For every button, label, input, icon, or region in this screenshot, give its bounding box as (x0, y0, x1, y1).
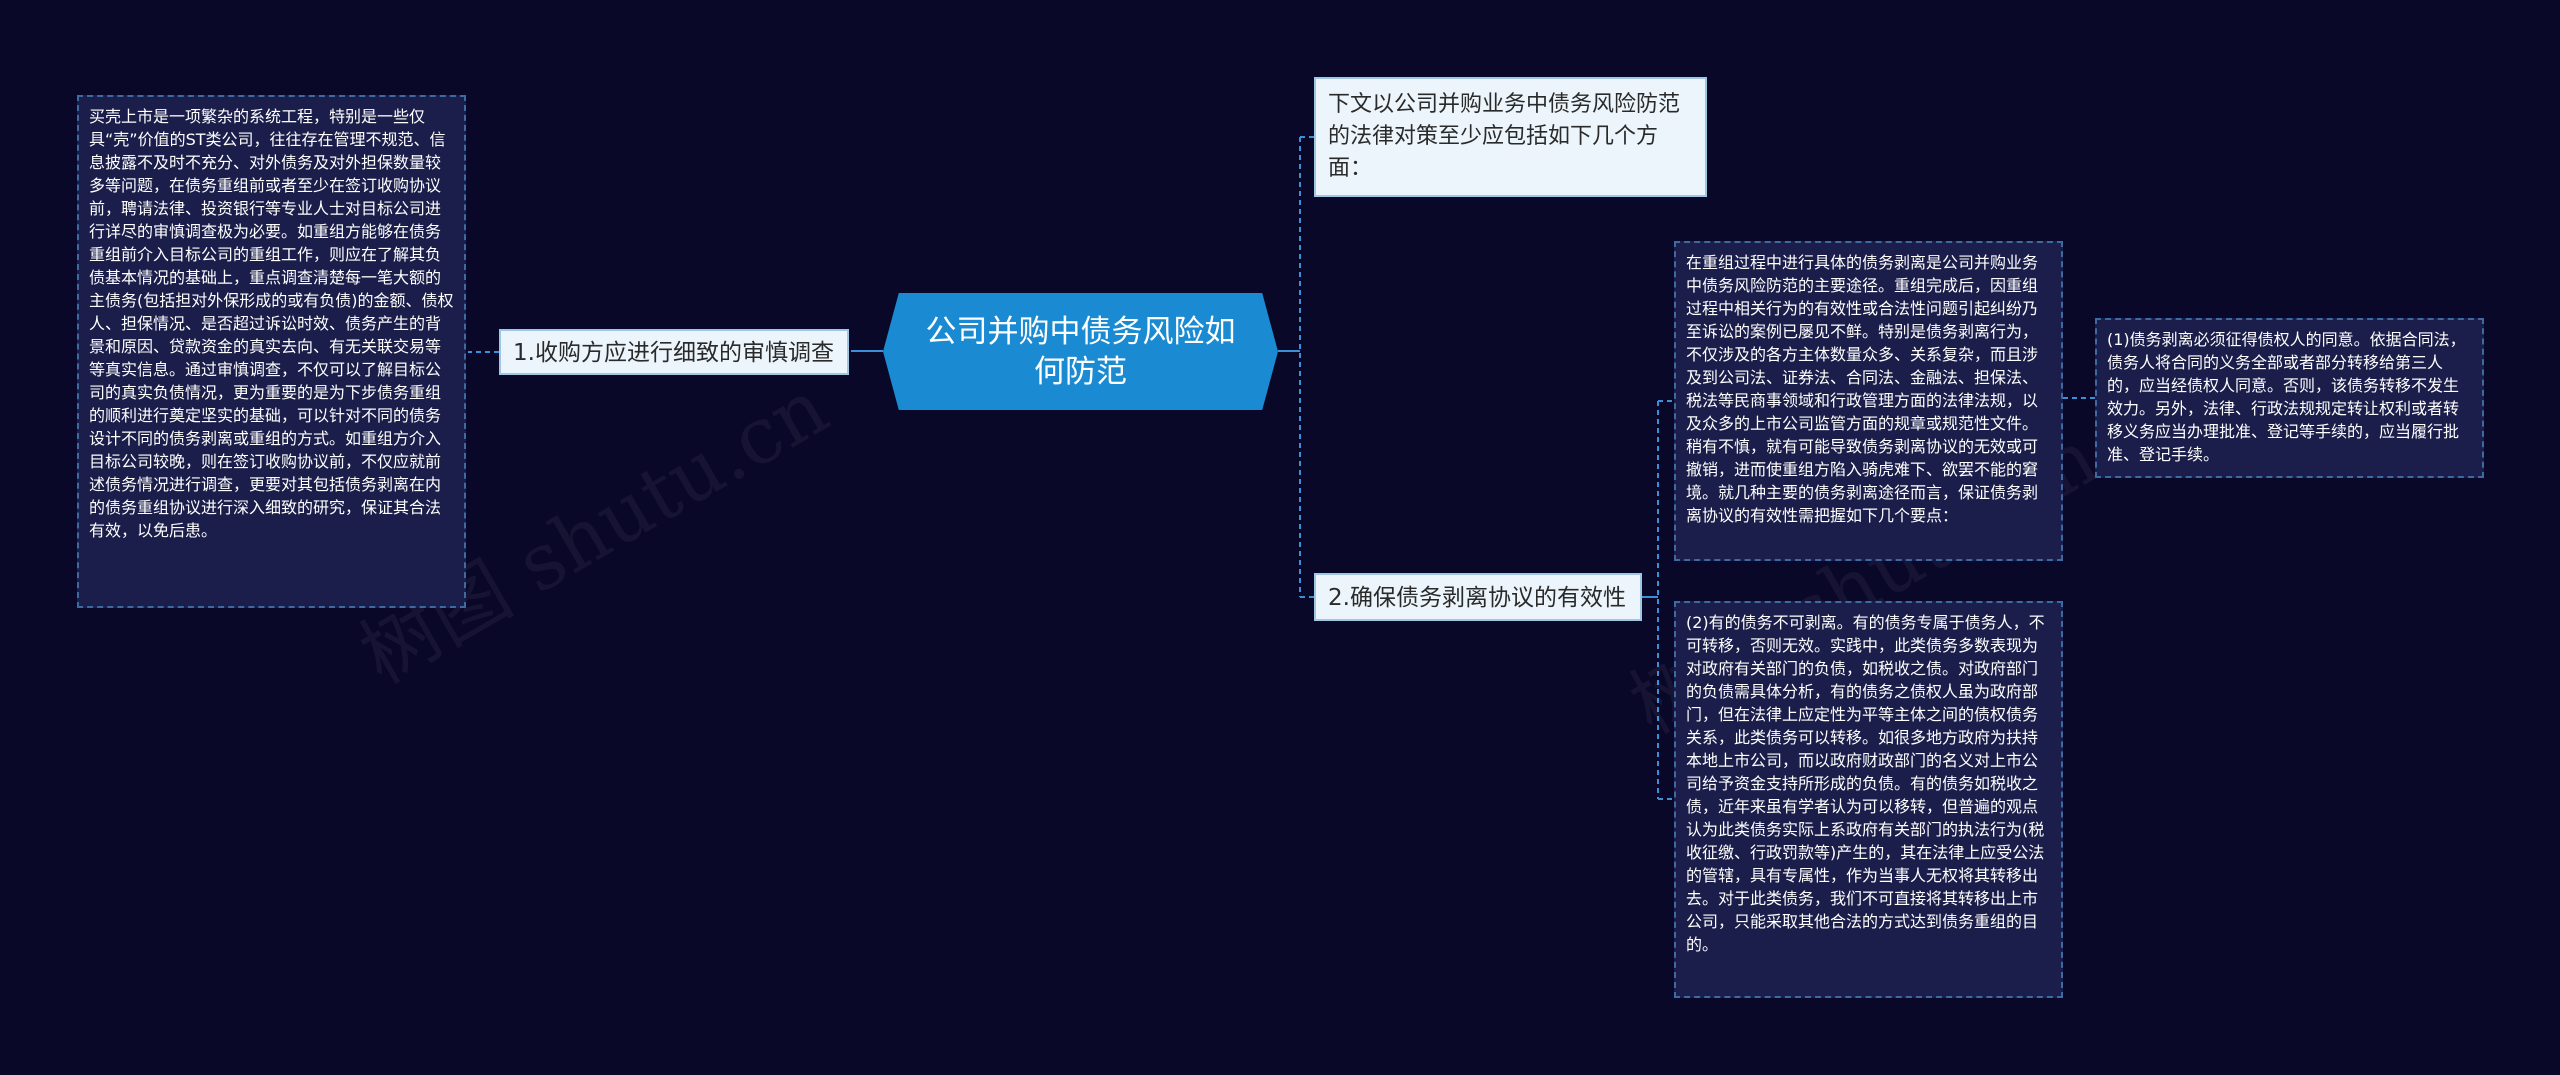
point-note-1[interactable]: (1)债务剥离必须征得债权人的同意。依据合同法，债务人将合同的义务全部或者部分转… (2095, 318, 2484, 478)
point-text: (2)有的债务不可剥离。有的债务专属于债务人，不可转移，否则无效。实践中，此类债… (1686, 613, 2045, 954)
branch-label: 2.确保债务剥离协议的有效性 (1328, 585, 1626, 611)
intro-topic[interactable]: 下文以公司并购业务中债务风险防范的法律对策至少应包括如下几个方面： (1314, 77, 1707, 197)
root-title: 公司并购中债务风险如何防范 (925, 313, 1236, 390)
detail-text: 在重组过程中进行具体的债务剥离是公司并购业务中债务风险防范的主要途径。重组完成后… (1686, 253, 2039, 525)
intro-text: 下文以公司并购业务中债务风险防范的法律对策至少应包括如下几个方面： (1328, 92, 1681, 181)
point-note-2[interactable]: (2)有的债务不可剥离。有的债务专属于债务人，不可转移，否则无效。实践中，此类债… (1674, 601, 2063, 998)
detail-note-debt-stripping[interactable]: 在重组过程中进行具体的债务剥离是公司并购业务中债务风险防范的主要途径。重组完成后… (1674, 241, 2063, 561)
detail-text: 买壳上市是一项繁杂的系统工程，特别是一些仅具“壳”价值的ST类公司，往往存在管理… (89, 107, 454, 540)
root-topic[interactable]: 公司并购中债务风险如何防范 (883, 293, 1278, 410)
point-text: (1)债务剥离必须征得债权人的同意。依据合同法，债务人将合同的义务全部或者部分转… (2107, 330, 2466, 464)
branch-label: 1.收购方应进行细致的审慎调查 (513, 340, 834, 366)
branch-topic-2[interactable]: 2.确保债务剥离协议的有效性 (1314, 573, 1642, 621)
detail-note-due-diligence[interactable]: 买壳上市是一项繁杂的系统工程，特别是一些仅具“壳”价值的ST类公司，往往存在管理… (77, 95, 466, 608)
branch-topic-1[interactable]: 1.收购方应进行细致的审慎调查 (499, 329, 849, 375)
